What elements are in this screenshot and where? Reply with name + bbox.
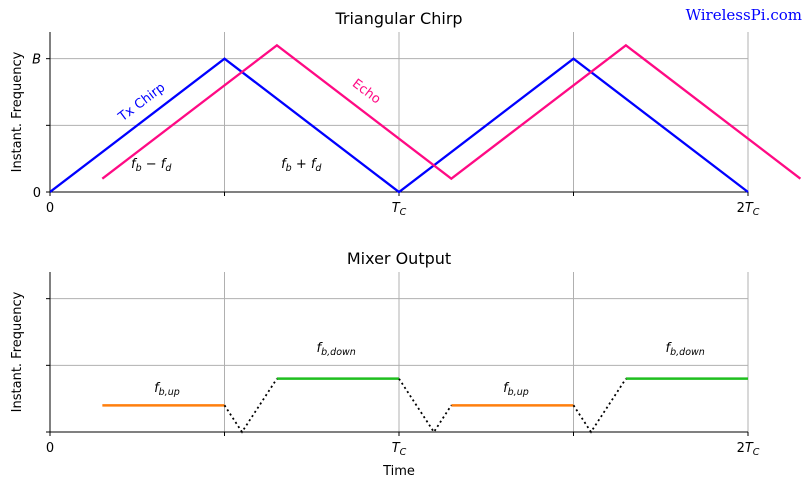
data-layer [102, 377, 748, 434]
annotation-label: fb,down [666, 341, 705, 358]
y-tick-label: B [32, 53, 41, 68]
x-axis-label: Time [382, 464, 415, 479]
series-line-echo [101, 43, 802, 181]
transition-dotted-line [223, 378, 278, 434]
x-tick-label: 0 [46, 441, 54, 456]
series-label: Echo [349, 76, 383, 107]
x-tick-label: 0 [46, 201, 54, 216]
watermark: WirelessPi.com [686, 6, 802, 24]
x-tick-label: TC [392, 441, 407, 458]
series-line-tx-chirp [50, 57, 749, 194]
x-tick-label: 2TC [737, 441, 760, 458]
x-tick-label: TC [392, 201, 407, 218]
x-tick-label: 2TC [737, 201, 760, 218]
transition-dotted-line [572, 378, 627, 434]
annotation-label: fb + fd [281, 157, 322, 174]
annotation-label: fb,down [317, 341, 356, 358]
annotation-label: fb,up [154, 381, 180, 398]
y-tick-label: 0 [33, 186, 41, 201]
annotation-label: fb,up [503, 381, 529, 398]
chart-title: Mixer Output [347, 249, 451, 268]
chart-title: Triangular Chirp [334, 9, 462, 28]
annotation-label: fb − fd [131, 157, 172, 174]
data-layer [50, 43, 802, 194]
y-axis-label: Instant. Frequency [10, 51, 25, 172]
series-label: Tx Chirp [115, 80, 168, 125]
transition-dotted-line [398, 378, 453, 434]
y-axis-label: Instant. Frequency [10, 291, 25, 412]
